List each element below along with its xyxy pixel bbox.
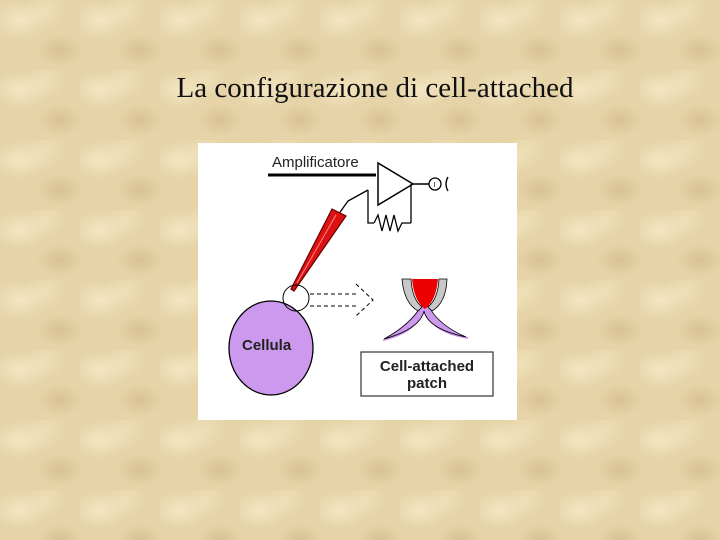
current-meter-label: I	[434, 182, 436, 189]
amplifier-label: Amplificatore	[272, 154, 359, 171]
cell-attached-diagram: Amplificatore I Cellula	[198, 143, 517, 420]
magnified-membrane	[383, 304, 467, 340]
current-meter-icon	[428, 177, 442, 191]
diagram-svg: Amplificatore I Cellula	[228, 154, 494, 397]
cell-label: Cellula	[242, 337, 292, 354]
pipette-icon	[290, 208, 347, 292]
amplifier-triangle-icon	[377, 161, 415, 207]
zoom-arrowhead-icon	[355, 283, 374, 317]
cell-shape	[228, 300, 314, 396]
feedback-wire-left	[367, 190, 374, 224]
resistor-icon	[373, 213, 411, 233]
meter-arc-icon	[445, 176, 449, 192]
magnifier-circle	[282, 284, 310, 312]
pipette-highlight	[296, 214, 337, 284]
magnified-pipette-wall-left	[401, 278, 423, 312]
magnified-pipette-solution	[412, 279, 438, 309]
patch-label-line2: patch	[407, 375, 447, 392]
magnified-pipette-wall-right	[427, 278, 448, 312]
slide-title: La configurazione di cell-attached	[176, 72, 574, 104]
electrode-wire	[337, 189, 369, 216]
patch-label-line1: Cell-attached	[380, 358, 474, 375]
patch-label-box	[360, 351, 494, 397]
